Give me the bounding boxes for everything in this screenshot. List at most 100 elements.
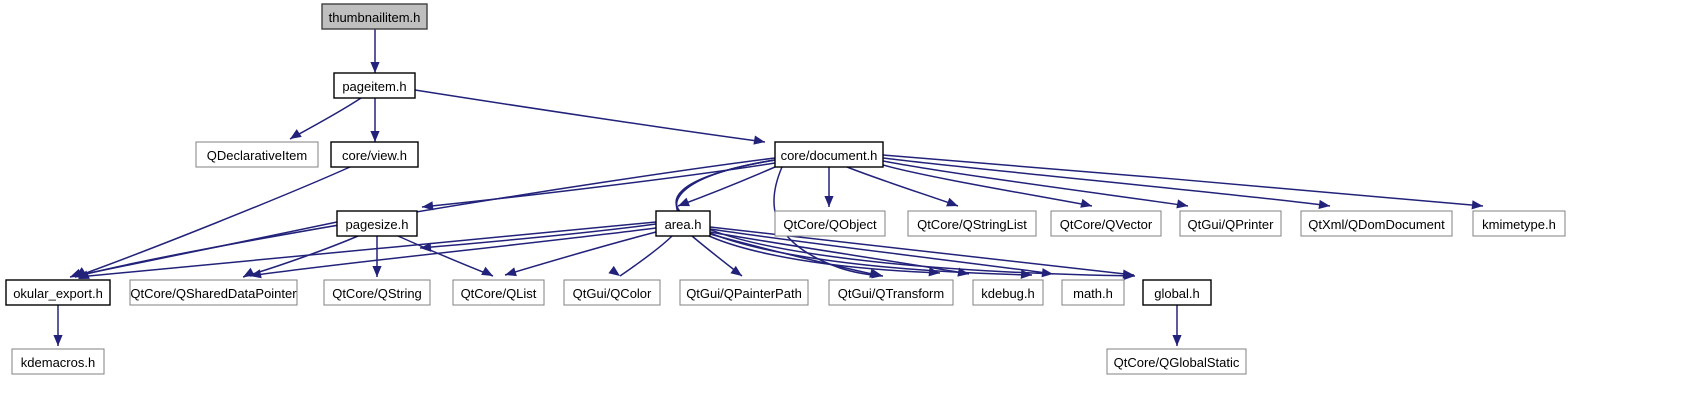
edge-area-to-global — [709, 226, 1135, 276]
node-rect-area[interactable] — [655, 210, 711, 237]
node-qstringlist[interactable]: QtCore/QStringList — [907, 210, 1037, 237]
node-rect-qvector[interactable] — [1050, 210, 1162, 237]
node-rect-coreview[interactable] — [330, 141, 419, 168]
edge-coredocument-to-qtransform — [773, 166, 884, 277]
node-math[interactable]: math.h — [1061, 279, 1125, 306]
arrowhead — [1471, 200, 1483, 210]
node-rect-coredocument[interactable] — [774, 141, 884, 168]
edge-pagesize-to-okular_export — [69, 221, 338, 278]
arrowheads-layer — [53, 62, 1483, 346]
edge-coredocument-to-pagesize — [421, 162, 776, 208]
node-rect-pageitem[interactable] — [333, 72, 416, 99]
node-rect-qstring[interactable] — [323, 279, 431, 306]
node-qobject[interactable]: QtCore/QObject — [774, 210, 886, 237]
node-qprinter[interactable]: QtGui/QPrinter — [1179, 210, 1282, 237]
node-rect-qcolor[interactable] — [563, 279, 661, 306]
edge-area-to-qshareddatapointer — [249, 227, 657, 277]
edge-coredocument-to-qprinter — [882, 160, 1189, 207]
node-kdemacros[interactable]: kdemacros.h — [11, 348, 105, 375]
edge-coredocument-to-qstringlist — [846, 166, 959, 207]
arrowhead — [1041, 268, 1053, 278]
node-kmimetype[interactable]: kmimetype.h — [1472, 210, 1566, 237]
node-rect-qprinter[interactable] — [1179, 210, 1282, 237]
edge-area-to-qtransform — [709, 233, 882, 277]
arrowhead — [678, 197, 690, 207]
node-rect-qdeclarativeitem[interactable] — [195, 141, 319, 168]
arrowhead — [1176, 199, 1188, 209]
node-rect-thumbnailitem[interactable] — [321, 3, 428, 30]
arrowhead — [370, 131, 380, 142]
node-okular_export[interactable]: okular_export.h — [5, 279, 111, 306]
node-rect-qpainterpath[interactable] — [679, 279, 809, 306]
node-rect-kdebug[interactable] — [972, 279, 1044, 306]
node-qcolor[interactable]: QtGui/QColor — [563, 279, 661, 306]
nodes-layer: thumbnailitem.h pageitem.hQDeclarativeIte… — [5, 3, 1566, 375]
edge-pageitem-to-coredocument — [414, 89, 766, 143]
arrowhead — [1172, 335, 1182, 346]
node-kdebug[interactable]: kdebug.h — [972, 279, 1044, 306]
edge-coredocument-to-qvector — [882, 164, 1093, 207]
node-rect-qstringlist[interactable] — [907, 210, 1037, 237]
edge-coreview-to-okular_export — [74, 166, 351, 278]
node-pageitem[interactable]: pageitem.h — [333, 72, 416, 99]
node-qpainterpath[interactable]: QtGui/QPainterPath — [679, 279, 809, 306]
edge-coredocument-to-qdomdocument — [882, 157, 1331, 207]
node-rect-qobject[interactable] — [774, 210, 886, 237]
arrowhead — [1122, 269, 1134, 279]
arrowhead — [290, 129, 302, 139]
node-rect-pagesize[interactable] — [336, 210, 418, 237]
node-rect-qshareddatapointer[interactable] — [129, 279, 298, 306]
edge-area-to-qlist — [504, 231, 657, 276]
arrowhead — [70, 268, 82, 278]
arrowhead — [372, 266, 382, 277]
node-qtransform[interactable]: QtGui/QTransform — [828, 279, 954, 306]
arrowhead — [505, 267, 517, 277]
node-global[interactable]: global.h — [1142, 279, 1212, 306]
arrowhead — [370, 62, 380, 73]
node-rect-global[interactable] — [1142, 279, 1212, 306]
arrowhead — [481, 266, 493, 276]
node-qstring[interactable]: QtCore/QString — [323, 279, 431, 306]
node-pagesize[interactable]: pagesize.h — [336, 210, 418, 237]
arrowhead — [608, 265, 620, 276]
node-qvector[interactable]: QtCore/QVector — [1050, 210, 1162, 237]
arrowhead — [1080, 198, 1092, 208]
node-rect-qglobalstatic[interactable] — [1106, 348, 1247, 375]
node-qdomdocument[interactable]: QtXml/QDomDocument — [1300, 210, 1453, 237]
arrowhead — [422, 201, 434, 211]
edge-coredocument-to-area — [677, 166, 776, 207]
edge-area-to-qcolor — [619, 235, 673, 277]
edge-coredocument-to-kmimetype — [882, 154, 1484, 207]
node-rect-qtransform[interactable] — [828, 279, 954, 306]
node-rect-qlist[interactable] — [452, 279, 545, 306]
node-qdeclarativeitem[interactable]: QDeclarativeItem — [195, 141, 319, 168]
arrowhead — [869, 268, 881, 278]
node-coredocument[interactable]: core/document.h — [774, 141, 884, 168]
arrowhead — [53, 335, 63, 346]
node-rect-kdemacros[interactable] — [11, 348, 105, 375]
node-qglobalstatic[interactable]: QtCore/QGlobalStatic — [1106, 348, 1247, 375]
node-rect-math[interactable] — [1061, 279, 1125, 306]
arrowhead — [730, 265, 742, 276]
arrowhead — [957, 267, 969, 277]
edge-area-to-okular_export — [77, 221, 657, 278]
arrowhead — [420, 242, 432, 252]
node-rect-okular_export[interactable] — [5, 279, 111, 306]
arrowhead — [824, 196, 834, 207]
node-rect-kmimetype[interactable] — [1472, 210, 1566, 237]
node-rect-qdomdocument[interactable] — [1300, 210, 1453, 237]
edge-area-to-pagesize — [419, 223, 657, 249]
edge-area-to-math — [709, 228, 1054, 275]
arrowhead — [1318, 199, 1330, 210]
node-qlist[interactable]: QtCore/QList — [452, 279, 545, 306]
node-area[interactable]: area.h — [655, 210, 711, 237]
edge-pageitem-to-qdeclarativeitem — [289, 97, 362, 140]
node-coreview[interactable]: core/view.h — [330, 141, 419, 168]
arrowhead — [928, 267, 940, 277]
node-qshareddatapointer[interactable]: QtCore/QSharedDataPointer — [129, 279, 298, 306]
node-thumbnailitem[interactable]: thumbnailitem.h — [321, 3, 428, 30]
arrowhead — [1020, 269, 1032, 279]
arrowhead — [753, 135, 765, 145]
